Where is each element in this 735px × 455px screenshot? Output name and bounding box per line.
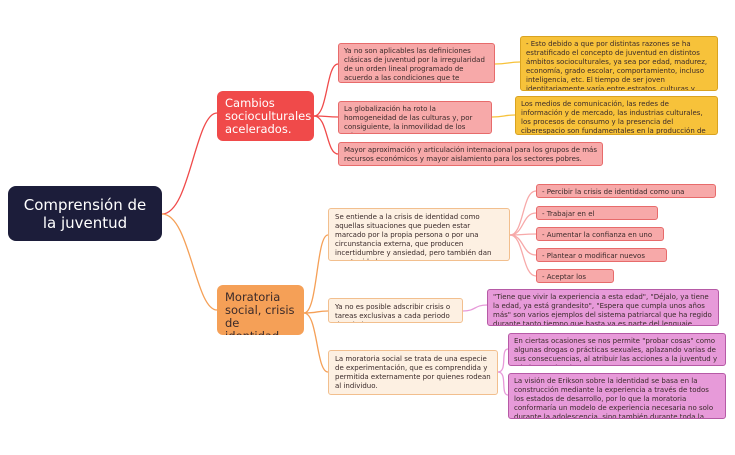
crisis-item-2-text: - Trabajar en el autodescubrimiento. <box>542 210 595 218</box>
quote-patriarcal[interactable]: "Tiene que vivir la experiencia a esta e… <box>487 289 719 326</box>
link-b2-c3 <box>303 312 329 373</box>
link-crisis-4 <box>509 234 537 256</box>
moratoria-detail-erikson[interactable]: La visión de Erikson sobre la identidad … <box>508 373 726 419</box>
link-root-branch2 <box>161 213 218 311</box>
b1-child-3-text: Mayor aproximación y articulación intern… <box>344 146 597 163</box>
b1-child-globalizacion[interactable]: La globalización ha roto la homogeneidad… <box>338 101 492 134</box>
link-b1-c1 <box>313 63 339 117</box>
crisis-item-1-text: - Percibir la crisis de identidad como u… <box>542 188 685 196</box>
b2-child-2-text: Ya no es posible adscribir crisis o tare… <box>335 303 451 322</box>
root-node[interactable]: Comprensión de la juventud <box>8 186 162 241</box>
crisis-item-objetivos[interactable]: - Plantear o modificar nuevos objetivos. <box>536 248 667 262</box>
b2-child-adscribir-crisis[interactable]: Ya no es posible adscribir crisis o tare… <box>328 298 463 323</box>
link-c1-d1 <box>494 61 521 65</box>
crisis-item-4-text: - Plantear o modificar nuevos objetivos. <box>542 252 645 260</box>
moratoria-detail-2-text: La visión de Erikson sobre la identidad … <box>514 377 714 419</box>
b2-child-1-text: Se entiende a la crisis de identidad com… <box>335 213 492 260</box>
link-crisis-5 <box>509 234 537 277</box>
b1-detail-estratificado[interactable]: - Esto debido a que por distintas razone… <box>520 36 718 91</box>
b1-child-1-text: Ya no son aplicables las definiciones cl… <box>344 47 485 82</box>
link-b2-c2 <box>303 310 329 314</box>
b2-child-crisis-identidad[interactable]: Se entiende a la crisis de identidad com… <box>328 208 510 261</box>
b1-detail-2-text: Los medios de comunicación, las redes de… <box>521 100 706 135</box>
crisis-item-autodescubrimiento[interactable]: - Trabajar en el autodescubrimiento. <box>536 206 658 220</box>
link-c3-m2 <box>497 371 509 396</box>
b1-child-2-text: La globalización ha roto la homogeneidad… <box>344 105 473 133</box>
crisis-item-oportunidad[interactable]: - Percibir la crisis de identidad como u… <box>536 184 716 198</box>
root-label: Comprensión de la juventud <box>23 195 147 232</box>
branch-cambios-socioculturales[interactable]: Cambios socioculturales acelerados. <box>217 91 314 141</box>
link-root-branch1 <box>161 112 218 215</box>
branch1-label: Cambios socioculturales acelerados. <box>225 96 312 136</box>
b1-child-aproximacion[interactable]: Mayor aproximación y articulación intern… <box>338 142 603 166</box>
b2-child-moratoria[interactable]: La moratoria social se trata de una espe… <box>328 350 498 395</box>
crisis-item-confianza[interactable]: - Aumentar la confianza en uno mismo. <box>536 227 664 241</box>
link-crisis-1 <box>509 190 537 236</box>
crisis-item-5-text: - Aceptar los cambios. <box>542 273 587 281</box>
crisis-item-cambios[interactable]: - Aceptar los cambios. <box>536 269 614 283</box>
link-c3-m1 <box>497 348 509 373</box>
quote-text: "Tiene que vivir la experiencia a esta e… <box>493 293 712 326</box>
link-c2-quote <box>462 304 488 312</box>
link-b2-c1 <box>303 234 329 314</box>
crisis-item-3-text: - Aumentar la confianza en uno mismo. <box>542 231 653 239</box>
moratoria-detail-1-text: En ciertas ocasiones se nos permite "pro… <box>514 337 718 365</box>
b1-detail-1-text: - Esto debido a que por distintas razone… <box>526 40 708 91</box>
link-c2-d2 <box>491 114 516 118</box>
link-crisis-2 <box>509 212 537 236</box>
moratoria-detail-probar-cosas[interactable]: En ciertas ocasiones se nos permite "pro… <box>508 333 726 366</box>
b1-child-definiciones[interactable]: Ya no son aplicables las definiciones cl… <box>338 43 495 83</box>
branch-moratoria-social[interactable]: Moratoria social, crisis de identidad. <box>217 285 304 335</box>
b2-child-3-text: La moratoria social se trata de una espe… <box>335 355 491 390</box>
branch2-label: Moratoria social, crisis de identidad. <box>225 290 295 336</box>
link-b1-c3 <box>313 115 339 155</box>
b1-detail-medios[interactable]: Los medios de comunicación, las redes de… <box>515 96 718 135</box>
